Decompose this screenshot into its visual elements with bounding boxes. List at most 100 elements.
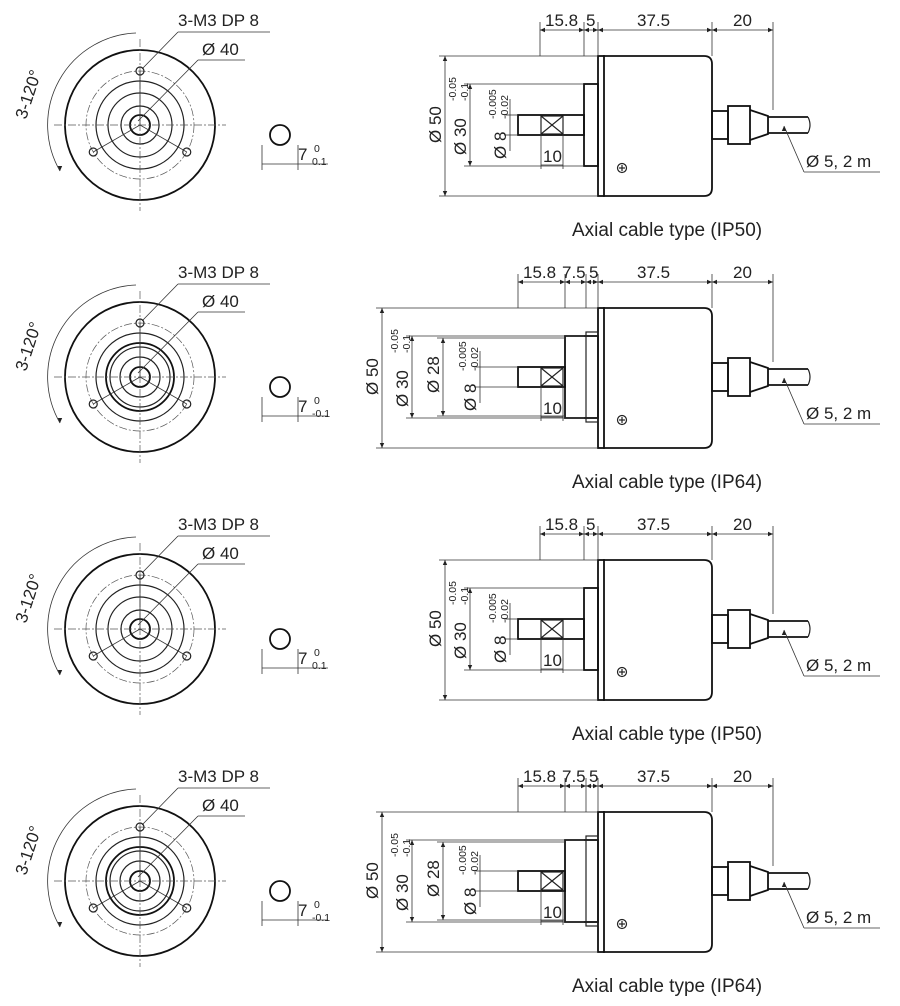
cable-spec-label: Ø 5, 2 m xyxy=(806,908,871,927)
encoder-body xyxy=(603,307,713,449)
dimension-arrow xyxy=(768,783,773,789)
cable-gland-nut xyxy=(711,110,729,140)
arrowhead xyxy=(440,915,446,920)
hole-radial-line xyxy=(139,628,187,657)
arrowhead xyxy=(409,840,415,845)
cable-leader xyxy=(783,881,805,929)
key-cross xyxy=(540,115,564,135)
panel-caption: Axial cable type (IP64) xyxy=(572,472,762,493)
cable-leader xyxy=(783,125,805,173)
top-dimension-label-2: 37.5 xyxy=(637,515,670,534)
cable-gland-body xyxy=(727,609,751,649)
shaft-tolerance-lower: -0.02 xyxy=(469,347,481,371)
top-dimension-label-0: 15.8 xyxy=(545,515,578,534)
shaft-key-flat xyxy=(540,115,564,135)
angle-label: 3-120° xyxy=(12,824,46,878)
bolt-circle-diameter-label: Ø 40 xyxy=(202,40,239,59)
top-dimension-label-1: 7.5 xyxy=(562,263,586,282)
dimension-arrow xyxy=(579,531,584,537)
bolt-circle-diameter-label: Ø 40 xyxy=(202,544,239,563)
spigot-diameter-label: Ø 30 xyxy=(393,874,412,911)
dimension-arrow xyxy=(586,279,591,285)
spigot-diameter-label: Ø 30 xyxy=(451,118,470,155)
arrowhead xyxy=(379,443,385,448)
top-dimension-label-0: 15.8 xyxy=(523,263,556,282)
dimension-arrow xyxy=(712,27,717,33)
top-dimension-label-3: 20 xyxy=(733,11,752,30)
flat-width-label: 7 xyxy=(298,901,307,920)
mounting-hole-label: 3-M3 DP 8 xyxy=(178,263,259,282)
shaft-key-flat xyxy=(540,619,564,639)
arrowhead xyxy=(442,695,448,700)
arrowhead xyxy=(467,161,473,166)
key-length-label: 10 xyxy=(543,399,562,418)
encoder-body xyxy=(603,55,713,197)
hole-radial-line xyxy=(93,880,141,909)
pcd-label-leader xyxy=(137,815,199,878)
dimension-arrow xyxy=(768,27,773,33)
dimension-arrow xyxy=(593,531,598,537)
dimension-arrow xyxy=(565,279,570,285)
cable-leader-arrow xyxy=(781,882,787,887)
arrowhead xyxy=(379,308,385,313)
hole-radial-line xyxy=(93,376,141,405)
dimension-arrow xyxy=(579,27,584,33)
dimension-arrow xyxy=(560,783,565,789)
spigot-tolerance-lower: -0.1 xyxy=(459,587,471,605)
angle-arrowhead xyxy=(57,922,63,927)
flange-plate xyxy=(597,307,605,449)
cable-gland-cap xyxy=(749,865,769,897)
cable-break xyxy=(807,872,811,890)
mounting-hole-2 xyxy=(182,147,192,157)
angle-arc xyxy=(47,284,137,424)
mounting-hole-label: 3-M3 DP 8 xyxy=(178,515,259,534)
angle-arc xyxy=(47,32,137,172)
dimension-arrow xyxy=(565,783,570,789)
body-diameter-label: Ø 50 xyxy=(426,610,445,647)
screw-head xyxy=(616,162,628,174)
arrowhead xyxy=(409,336,415,341)
pcd-label-leader xyxy=(137,563,199,626)
cable-leader-arrow xyxy=(781,630,787,635)
top-dimension-label-4: 20 xyxy=(733,767,752,786)
dimension-arrow xyxy=(598,783,603,789)
arrowhead xyxy=(467,665,473,670)
panel-caption: Axial cable type (IP50) xyxy=(572,724,762,745)
spigot-tolerance-upper: -0.05 xyxy=(389,833,401,857)
key-cross xyxy=(540,871,564,891)
top-dimension-label-3: 37.5 xyxy=(637,767,670,786)
hole-radial-line xyxy=(139,376,187,405)
dimension-arrow xyxy=(581,783,586,789)
dimension-arrow xyxy=(540,27,545,33)
dimension-arrow xyxy=(598,27,603,33)
flat-tolerance-upper: 0 xyxy=(314,143,320,155)
cable-spec-label: Ø 5, 2 m xyxy=(806,656,871,675)
shaft-end-circle xyxy=(269,628,291,650)
arrowhead xyxy=(409,917,415,922)
front-view: 3-M3 DP 8Ø 403-120° xyxy=(12,515,270,715)
top-dimension-label-2: 37.5 xyxy=(637,11,670,30)
hole-radial-line xyxy=(139,124,187,153)
cable-leader xyxy=(783,377,805,425)
top-dimension-label-1: 5 xyxy=(586,515,595,534)
hole-radial-line xyxy=(139,880,187,909)
body-diameter-label: Ø 50 xyxy=(363,358,382,395)
pcd-label-leader xyxy=(137,311,199,374)
shaft xyxy=(517,618,585,640)
dimension-arrow xyxy=(518,783,523,789)
flat-tolerance-lower: 0.1 xyxy=(312,660,327,672)
spigot-tolerance-upper: -0.05 xyxy=(389,329,401,353)
hole-label-leader xyxy=(141,31,179,70)
dimension-arrow xyxy=(518,279,523,285)
angle-arrowhead xyxy=(57,166,63,171)
screw-head xyxy=(616,414,628,426)
mounting-hole-label: 3-M3 DP 8 xyxy=(178,767,259,786)
